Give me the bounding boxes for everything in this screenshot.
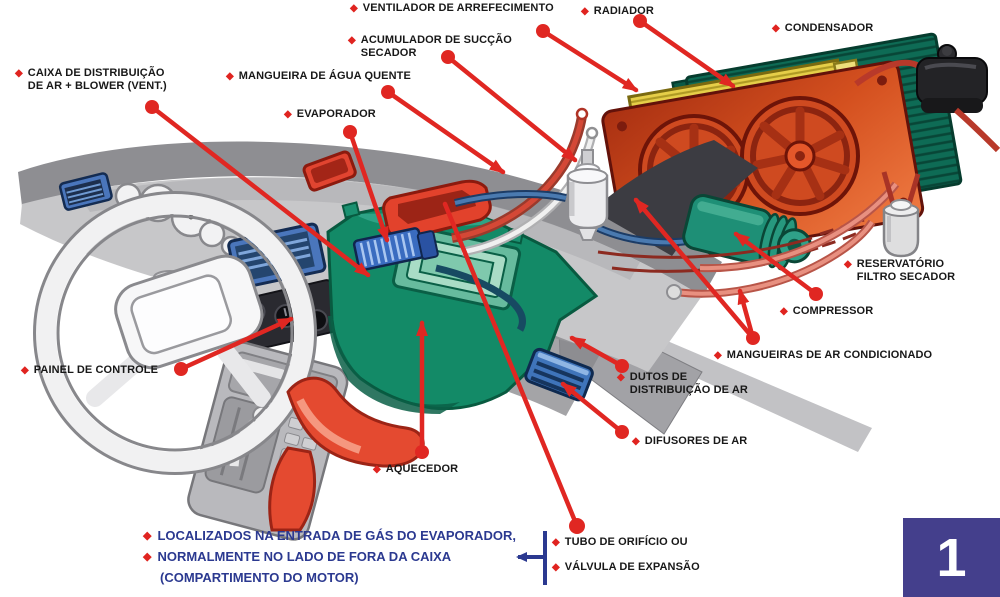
evaporator-pipe [435, 264, 526, 332]
note-text: LOCALIZADOS NA ENTRADA DE GÁS DO EVAPORA… [157, 528, 516, 543]
label-radiador: ◆ RADIADOR [581, 5, 654, 18]
note-bracket-arrow [516, 531, 547, 585]
arrow-evaporador [343, 125, 390, 243]
diamond-bullet-icon: ◆ [844, 259, 852, 270]
suction-hose-blue [454, 190, 695, 247]
arrow-difusores [560, 381, 629, 439]
diamond-bullet-icon: ◆ [714, 350, 722, 361]
label-valvula-expansao: ◆ VÁLVULA DE EXPANSÃO [552, 561, 700, 574]
red-duct-center [382, 179, 492, 241]
label-compressor: ◆ COMPRESSOR [780, 305, 873, 318]
label-text: RESERVATÓRIO FILTRO SECADOR [856, 258, 956, 283]
arrow-radiador [633, 14, 736, 89]
label-text: MANGUEIRA DE ÁGUA QUENTE [238, 70, 411, 82]
a-pillar [592, 140, 758, 256]
arrow-ventilador [536, 24, 639, 93]
label-text: COMPRESSOR [792, 305, 874, 317]
arrow-mangueira-agua [381, 85, 506, 175]
diamond-bullet-icon: ◆ [780, 306, 788, 317]
diamond-bullet-icon: ◆ [772, 23, 780, 34]
note-text: NORMALMENTE NO LADO DE FORA DA CAIXA [157, 549, 452, 564]
diamond-bullet-icon: ◆ [581, 6, 589, 17]
label-evaporador: ◆ EVAPORADOR [284, 108, 376, 121]
label-tubo-orificio: ◆ TUBO DE ORIFÍCIO OU [552, 536, 688, 549]
diamond-bullet-icon: ◆ [15, 68, 23, 79]
label-caixa-distribuicao: ◆ CAIXA DE DISTRIBUIÇÃO DE AR + BLOWER (… [15, 67, 167, 93]
diamond-bullet-icon: ◆ [373, 464, 381, 475]
label-painel-de-controle: ◆ PAINEL DE CONTROLE [21, 364, 158, 377]
label-text: VÁLVULA DE EXPANSÃO [564, 561, 700, 573]
arrow-caixa [145, 100, 371, 278]
note-line-3: (COMPARTIMENTO DO MOTOR) [160, 570, 359, 586]
label-text: AQUECEDOR [385, 463, 459, 475]
label-text: CONDENSADOR [784, 22, 874, 34]
diamond-bullet-icon: ◆ [226, 71, 234, 82]
label-condensador: ◆ CONDENSADOR [772, 22, 873, 35]
label-text: TUBO DE ORIFÍCIO OU [564, 536, 688, 548]
red-duct-left [302, 150, 357, 192]
diamond-bullet-icon: ◆ [632, 436, 640, 447]
floor-heat-duct [268, 376, 425, 532]
label-reservatorio-filtro-secador: ◆ RESERVATÓRIO FILTRO SECADOR [844, 258, 955, 284]
label-mangueiras-ar-condicionado: ◆ MANGUEIRAS DE AR CONDICIONADO [714, 349, 932, 362]
label-text: DUTOS DE DISTRIBUIÇÃO DE AR [629, 371, 748, 396]
diamond-bullet-icon: ◆ [552, 562, 560, 573]
label-text: ACUMULADOR DE SUCÇÃO SECADOR [360, 34, 512, 59]
page-number: 1 [936, 527, 967, 588]
diamond-bullet-icon: ◆ [348, 35, 356, 46]
label-text: VENTILADOR DE ARREFECIMENTO [362, 2, 554, 14]
diamond-bullet-icon: ◆ [21, 365, 29, 376]
label-text: CAIXA DE DISTRIBUIÇÃO DE AR + BLOWER (VE… [27, 67, 167, 92]
label-text: MANGUEIRAS DE AR CONDICIONADO [726, 349, 933, 361]
diamond-bullet-icon: ◆ [350, 3, 358, 14]
page-number-badge: 1 [903, 518, 1000, 597]
arrow-tubo-orificio [442, 201, 585, 534]
filter-drier [881, 171, 921, 258]
arrow-aquecedor [415, 320, 429, 459]
label-text: RADIADOR [593, 5, 654, 17]
pointer-arrows [145, 14, 823, 534]
label-aquecedor: ◆ AQUECEDOR [373, 463, 458, 476]
dash-vent-left [58, 172, 113, 211]
label-dutos-distribuicao: ◆ DUTOS DE DISTRIBUIÇÃO DE AR [617, 371, 748, 397]
note-line-2: ◆ NORMALMENTE NO LADO DE FORA DA CAIXA [143, 549, 451, 565]
arrow-painel [174, 316, 294, 376]
diamond-bullet-icon: ◆ [143, 551, 152, 563]
label-difusores-de-ar: ◆ DIFUSORES DE AR [632, 435, 747, 448]
label-acumulador-succao: ◆ ACUMULADOR DE SUCÇÃO SECADOR [348, 34, 512, 60]
diamond-bullet-icon: ◆ [143, 530, 152, 542]
note-text: (COMPARTIMENTO DO MOTOR) [160, 570, 359, 585]
arrow-acumulador [441, 50, 578, 163]
arrow-dutos [569, 335, 629, 373]
diamond-bullet-icon: ◆ [617, 372, 625, 383]
label-ventilador-de-arrefecimento: ◆ VENTILADOR DE ARREFECIMENTO [350, 2, 554, 15]
diamond-bullet-icon: ◆ [284, 109, 292, 120]
label-text: DIFUSORES DE AR [644, 435, 748, 447]
arrow-mangueiras-ar [633, 197, 760, 345]
cooling-fan-right [740, 96, 860, 216]
label-text: EVAPORADOR [296, 108, 376, 120]
label-text: PAINEL DE CONTROLE [33, 364, 159, 376]
steering-wheel [33, 191, 317, 475]
label-mangueira-agua-quente: ◆ MANGUEIRA DE ÁGUA QUENTE [226, 70, 411, 83]
note-line-1: ◆ LOCALIZADOS NA ENTRADA DE GÁS DO EVAPO… [143, 528, 516, 544]
accumulator-drier [566, 149, 609, 241]
arrow-compressor [733, 231, 823, 301]
coolant-reservoir [854, 44, 1000, 153]
diamond-bullet-icon: ◆ [552, 537, 560, 548]
ac-hoses-pink [666, 181, 900, 300]
